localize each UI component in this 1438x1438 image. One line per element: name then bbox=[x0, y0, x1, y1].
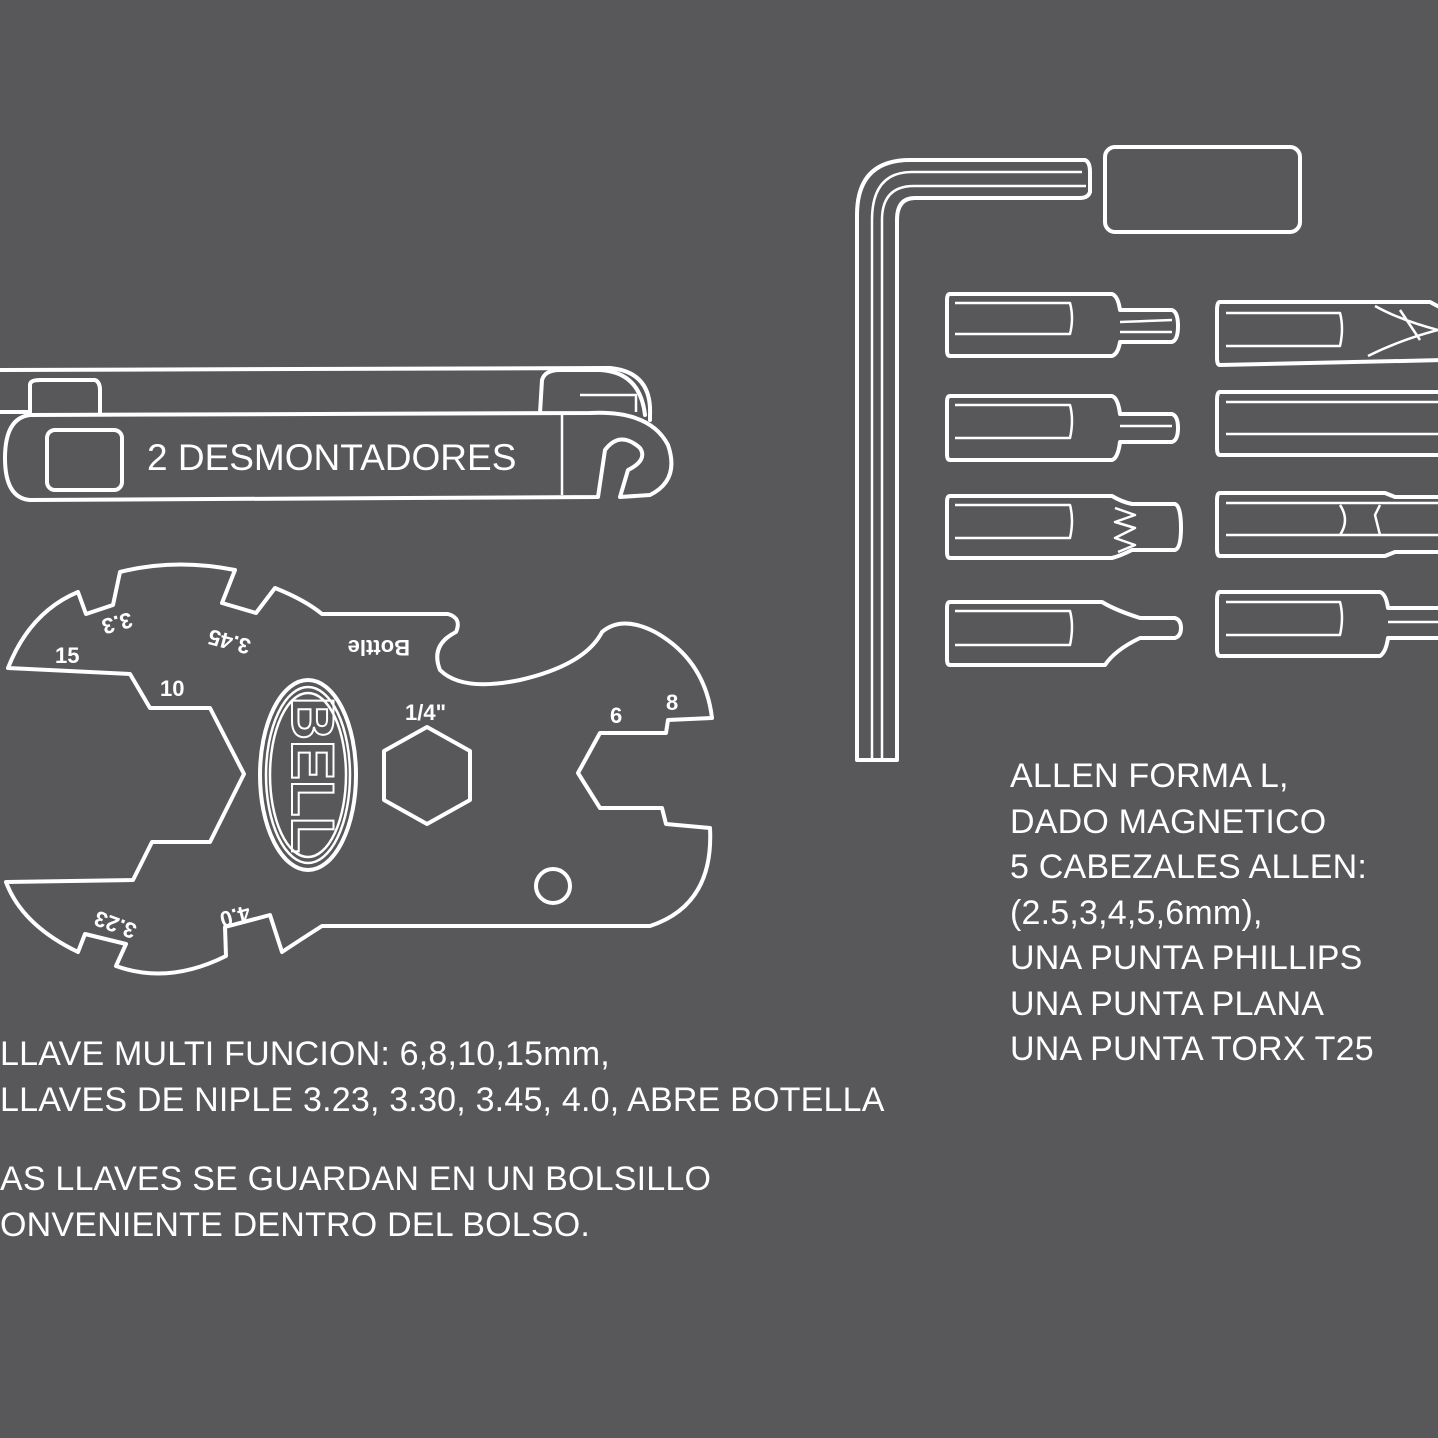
allen-kit-description: ALLEN FORMA L, DADO MAGNETICO 5 CABEZALE… bbox=[1010, 754, 1374, 1073]
magnetic-socket bbox=[1103, 145, 1302, 234]
description-line: UNA PUNTA TORX T25 bbox=[1010, 1030, 1374, 1068]
size-label-15: 15 bbox=[55, 643, 79, 668]
multi-wrench-illustration: BELL 15 10 3.3 3.45 Bottle 1/4" 6 8 3.23… bbox=[4, 562, 714, 976]
description-line: LLAVE MULTI FUNCION: 6,8,10,15mm, bbox=[0, 1035, 610, 1073]
extension-bit bbox=[1215, 491, 1438, 558]
bits-right-column bbox=[1215, 300, 1438, 658]
bell-logo: BELL bbox=[279, 697, 346, 854]
nipple-label-3-3: 3.3 bbox=[99, 607, 135, 639]
spoke-hole bbox=[534, 867, 572, 905]
flat-bit bbox=[1215, 390, 1438, 457]
allen-bit-long bbox=[1215, 590, 1438, 658]
hex-label: 1/4" bbox=[405, 700, 446, 725]
torx-bit bbox=[945, 494, 1183, 560]
description-line: LLAVES DE NIPLE 3.23, 3.30, 3.45, 4.0, A… bbox=[0, 1080, 885, 1119]
storage-description: AS LLAVES SE GUARDAN EN UN BOLSILLO ONVE… bbox=[0, 1157, 711, 1248]
phillips-bit bbox=[1215, 300, 1438, 367]
size-label-6: 6 bbox=[610, 703, 622, 728]
description-line: ONVENIENTE DENTRO DEL BOLSO. bbox=[0, 1205, 591, 1244]
allen-bit bbox=[945, 292, 1180, 358]
description-line: UNA PUNTA PLANA bbox=[1010, 984, 1325, 1023]
description-line: (2.5,3,4,5,6mm), bbox=[1010, 893, 1263, 932]
lever-slot bbox=[45, 428, 124, 492]
nipple-label-3-45: 3.45 bbox=[205, 624, 253, 659]
allen-bit bbox=[945, 394, 1180, 462]
bottle-opener-label: Bottle bbox=[348, 635, 410, 660]
description-line: ALLEN FORMA L, bbox=[1010, 757, 1289, 795]
description-line: DADO MAGNETICO bbox=[1010, 802, 1327, 841]
tire-levers-illustration bbox=[0, 366, 674, 502]
allen-bit-small bbox=[945, 600, 1183, 667]
tire-levers-label: 2 DESMONTADORES bbox=[147, 437, 516, 478]
size-label-10: 10 bbox=[160, 676, 184, 701]
allen-key-illustration bbox=[855, 158, 1092, 762]
bits-left-column bbox=[945, 292, 1183, 667]
hex-socket bbox=[382, 725, 472, 826]
size-label-8: 8 bbox=[666, 690, 678, 715]
multi-wrench-description: LLAVE MULTI FUNCION: 6,8,10,15mm, LLAVES… bbox=[0, 1032, 885, 1123]
description-line: UNA PUNTA PHILLIPS bbox=[1010, 939, 1363, 977]
description-line: AS LLAVES SE GUARDAN EN UN BOLSILLO bbox=[0, 1160, 712, 1198]
description-line: 5 CABEZALES ALLEN: bbox=[1010, 848, 1367, 886]
nipple-label-4-0: 4.0 bbox=[217, 900, 253, 932]
